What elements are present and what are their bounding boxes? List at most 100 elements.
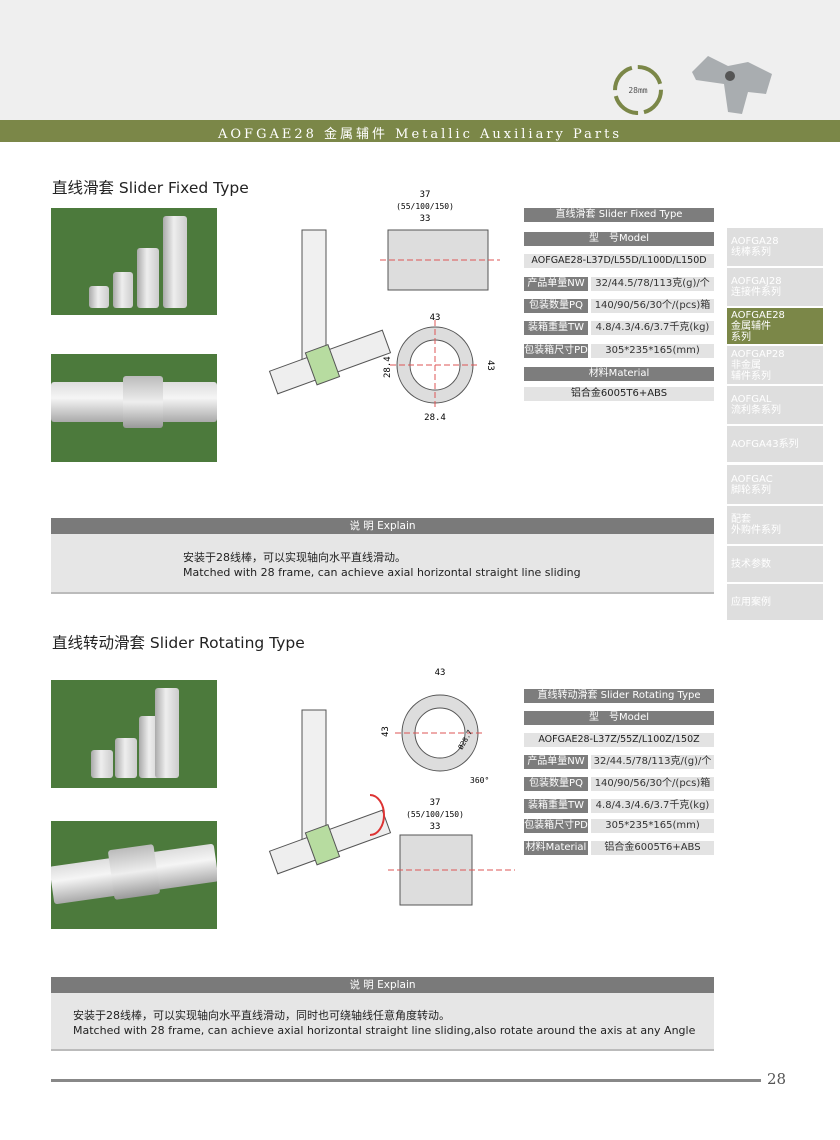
product-photo-installed-2: [51, 821, 217, 929]
spec-value: 铝合金6005T6+ABS: [591, 841, 714, 855]
model-value: AOFGAE28-L37D/L55D/L100D/L150D: [524, 254, 714, 268]
dim-width: 37: [430, 798, 441, 808]
sidebar-item-label: 连接件系列: [731, 287, 781, 298]
product-photo-tubes-2: [51, 680, 217, 788]
dim-inner: 33: [430, 822, 441, 832]
spec-value: 32/44.5/78/113克/(g)/个: [591, 755, 714, 769]
sidebar-item[interactable]: 配套外购件系列: [727, 506, 823, 544]
spec-label: 装箱重量TW: [524, 799, 588, 813]
dim-inner-h: 28.4: [424, 413, 446, 423]
spec-label: 包装箱尺寸PD: [524, 344, 588, 358]
page-number: 28: [767, 1070, 787, 1088]
sidebar-item-label: 脚轮系列: [731, 484, 771, 496]
spec-header: 直线滑套 Slider Fixed Type: [524, 208, 714, 222]
sidebar-item[interactable]: 技术参数: [727, 546, 823, 582]
spec-label: 产品单量NW: [524, 755, 588, 769]
sidebar-item-label: AOFGAP28: [731, 348, 785, 360]
dim-outer-v: 43: [485, 360, 495, 371]
sidebar-item-label: 应用案例: [731, 596, 771, 608]
sidebar-item[interactable]: 应用案例: [727, 584, 823, 620]
spec-table-1: 直线滑套 Slider Fixed Type 型 号Model AOFGAE28…: [524, 208, 714, 401]
dim-width: 37: [420, 190, 431, 200]
model-label: 型 号Model: [524, 711, 714, 725]
sidebar-item[interactable]: AOFGA43系列: [727, 426, 823, 462]
spec-value: 4.8/4.3/4.6/3.7千克(kg): [591, 321, 714, 335]
sidebar-item-label: 线棒系列: [731, 247, 771, 258]
spec-value: 305*235*165(mm): [591, 819, 714, 833]
sidebar-item-label: AOFGAL: [731, 394, 772, 405]
dim-outer: 43: [435, 668, 446, 678]
sidebar-item-label: 金属辅件: [731, 320, 771, 332]
sidebar-item-label: 非金属: [731, 359, 761, 371]
sidebar-item-label: AOFGAE28: [731, 309, 785, 321]
product-thumbnail: [692, 56, 772, 114]
sidebar-item-label: AOFGAC: [731, 473, 773, 485]
tube-profile-icon: 28mm: [613, 65, 663, 115]
section2-title: 直线转动滑套 Slider Rotating Type: [52, 634, 305, 652]
model-label: 型 号Model: [524, 232, 714, 246]
spec-value: 140/90/56/30个/(pcs)箱: [591, 299, 714, 313]
sidebar-item-label: 流利条系列: [731, 405, 781, 416]
spec-label: 包装数量PQ: [524, 299, 588, 313]
dim-angle: 360°: [470, 776, 489, 785]
spec-label: 材料Material: [524, 841, 588, 855]
explain-cn: 安装于28线棒，可以实现轴向水平直线滑动。: [183, 551, 406, 564]
explain-header-2: 说 明 Explain: [51, 977, 714, 993]
dim-outer-v: 43: [381, 726, 391, 737]
spec-value: 4.8/4.3/4.6/3.7千克(kg): [591, 799, 714, 813]
size-badge: 28mm: [628, 86, 647, 95]
material-label: 材料Material: [524, 367, 714, 381]
technical-drawing-2: 43 43 Ø28.7 360° 37 (55/100/150) 33: [268, 668, 515, 906]
page-title: AOFGAE28 金属辅件 Metallic Auxiliary Parts: [218, 127, 623, 142]
sidebar-item-label: AOFGAJ28: [731, 276, 782, 287]
sidebar-item-label: 辅件系列: [731, 370, 771, 382]
sidebar-item-label: 配套: [731, 514, 751, 525]
explain-body-1: 安装于28线棒，可以实现轴向水平直线滑动。 Matched with 28 fr…: [51, 534, 714, 594]
technical-drawing-1: 37 (55/100/150) 33 43 28.4 43 28.4: [268, 190, 500, 423]
spec-label: 装箱重量TW: [524, 321, 588, 335]
dim-lengths: (55/100/150): [396, 202, 454, 211]
dim-inner-v: 28.4: [383, 356, 393, 378]
title-band: AOFGAE28 金属辅件 Metallic Auxiliary Parts: [0, 120, 840, 142]
spec-table-2: 直线转动滑套 Slider Rotating Type 型 号Model AOF…: [524, 689, 714, 855]
dim-lengths: (55/100/150): [406, 810, 464, 819]
sidebar-item-label: AOFGA28: [731, 236, 779, 247]
sidebar-item-label: 系列: [731, 331, 751, 343]
explain-body-2: 安装于28线棒，可以实现轴向水平直线滑动，同时也可绕轴线任意角度转动。 Matc…: [51, 993, 714, 1051]
explain-en: Matched with 28 frame, can achieve axial…: [73, 1024, 696, 1037]
sidebar-item-label: AOFGA43系列: [731, 438, 799, 450]
sidebar-item-label: 技术参数: [731, 558, 771, 570]
material-value: 铝合金6005T6+ABS: [524, 387, 714, 401]
spec-label: 包装箱尺寸PD: [524, 819, 588, 833]
explain-header-1: 说 明 Explain: [51, 518, 714, 534]
spec-value: 32/44.5/78/113克(g)/个: [591, 277, 714, 291]
explain-en: Matched with 28 frame, can achieve axial…: [183, 566, 581, 579]
product-photo-tubes: [51, 208, 217, 315]
spec-label: 产品单量NW: [524, 277, 588, 291]
spec-value: 140/90/56/30个/(pcs)箱: [591, 777, 714, 791]
spec-header: 直线转动滑套 Slider Rotating Type: [524, 689, 714, 703]
section1-title: 直线滑套 Slider Fixed Type: [52, 179, 249, 197]
dim-inner: 33: [420, 214, 431, 224]
product-photo-installed: [51, 354, 217, 462]
explain-cn: 安装于28线棒，可以实现轴向水平直线滑动，同时也可绕轴线任意角度转动。: [73, 1009, 450, 1022]
spec-label: 包装数量PQ: [524, 777, 588, 791]
dim-outer: 43: [430, 313, 441, 323]
sidebar-item-label: 外购件系列: [731, 525, 781, 536]
footer-divider: [51, 1079, 761, 1082]
header-background: [0, 0, 840, 120]
